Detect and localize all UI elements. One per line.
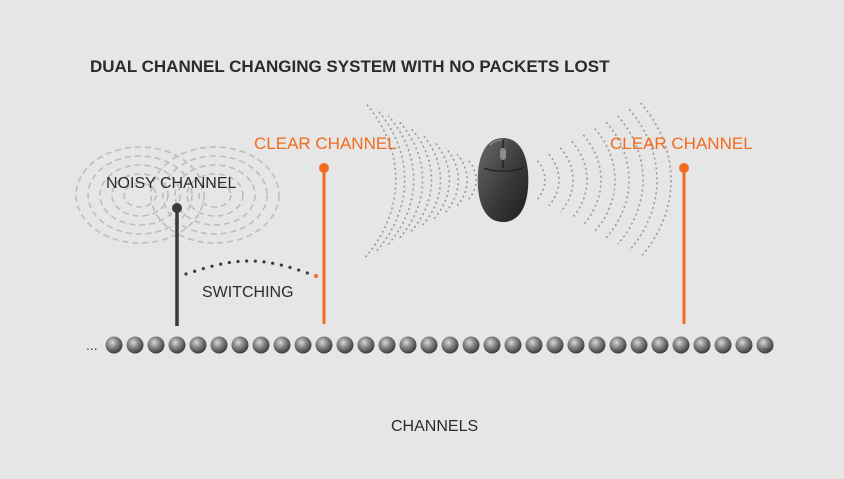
- switching-dot: [201, 266, 205, 271]
- ellipsis-left: ...: [86, 337, 98, 353]
- signal-arc: [594, 128, 616, 232]
- channel-dot: [567, 336, 585, 354]
- switching-dot: [262, 260, 266, 264]
- channel-dot: [693, 336, 711, 354]
- noisy-channel-label: NOISY CHANNEL: [106, 175, 237, 192]
- channels-label: CHANNELS: [391, 418, 478, 435]
- switching-dot: [245, 259, 249, 263]
- channel-dot: [609, 336, 627, 354]
- signal-arc: [605, 121, 630, 239]
- diagram-title: DUAL CHANNEL CHANGING SYSTEM WITH NO PAC…: [90, 57, 610, 76]
- signal-arc: [536, 160, 546, 200]
- signal-arc: [433, 140, 451, 220]
- noise-ring: [87, 155, 193, 235]
- signal-arc: [571, 140, 588, 220]
- switching-dot: [184, 272, 188, 276]
- signal-arc: [364, 102, 397, 258]
- channel-dot: [126, 336, 144, 354]
- channel-dot: [357, 336, 375, 354]
- switching-dot: [227, 260, 231, 265]
- clear-channel-marker-2: [679, 163, 689, 173]
- noise-ring: [186, 173, 244, 217]
- signal-arc: [467, 160, 477, 200]
- switching-dot: [271, 261, 275, 265]
- channel-dot: [294, 336, 312, 354]
- wireless-mouse-icon: [477, 138, 529, 222]
- channel-dot: [105, 336, 123, 354]
- signal-arc: [399, 121, 424, 239]
- channel-dot: [735, 336, 753, 354]
- switching-dot: [297, 268, 301, 272]
- switching-dot: [236, 259, 240, 264]
- switching-dot: [210, 264, 214, 268]
- channel-dot: [714, 336, 732, 354]
- noise-ring: [99, 164, 181, 226]
- noise-ring: [150, 146, 280, 244]
- channel-dot: [378, 336, 396, 354]
- channel-dot: [651, 336, 669, 354]
- noise-ring: [111, 173, 169, 217]
- channel-dot: [420, 336, 438, 354]
- channel-dot: [588, 336, 606, 354]
- noise-wave-rings: [75, 146, 280, 244]
- signal-arc: [640, 102, 672, 258]
- noise-ring: [75, 146, 205, 244]
- channel-dot: [756, 336, 774, 354]
- channel-dot: [483, 336, 501, 354]
- channel-dot: [147, 336, 165, 354]
- signal-wave-rings: [364, 102, 672, 258]
- signal-arc: [628, 108, 658, 252]
- channel-dot: [441, 336, 459, 354]
- switching-dot: [314, 274, 318, 278]
- switching-dot: [288, 265, 292, 269]
- noise-ring: [123, 182, 157, 208]
- channel-dot: [336, 336, 354, 354]
- channel-dot: [252, 336, 270, 354]
- channel-dot: [546, 336, 564, 354]
- switching-dot: [305, 271, 309, 275]
- switching-dot: [253, 259, 257, 263]
- channel-dot: [630, 336, 648, 354]
- signal-arc: [548, 153, 560, 207]
- channel-row: [105, 336, 774, 354]
- signal-arc: [445, 147, 460, 213]
- switching-arc: [184, 259, 318, 278]
- channel-dot: [168, 336, 186, 354]
- signal-arc: [422, 134, 442, 226]
- noise-ring: [198, 182, 232, 208]
- noise-ring: [174, 164, 256, 226]
- channel-dot: [273, 336, 291, 354]
- channel-dot: [525, 336, 543, 354]
- switching-label: SWITCHING: [202, 284, 294, 301]
- signal-arc: [376, 108, 406, 252]
- signal-arc: [559, 147, 574, 213]
- channel-dot: [231, 336, 249, 354]
- channel-dot: [462, 336, 480, 354]
- channel-dot: [672, 336, 690, 354]
- signal-arc: [410, 128, 433, 232]
- switching-dot: [193, 269, 197, 273]
- clear-channel-label-2: CLEAR CHANNEL: [610, 134, 753, 153]
- noise-ring: [162, 155, 268, 235]
- channel-dot: [315, 336, 333, 354]
- signal-arc: [387, 115, 415, 245]
- noisy-channel-marker: [172, 203, 182, 213]
- signal-arc: [582, 134, 602, 226]
- channel-dot: [504, 336, 522, 354]
- signal-arc: [456, 153, 468, 207]
- ellipsis-right: ...: [762, 337, 774, 353]
- channel-dot: [210, 336, 228, 354]
- channel-dot: [399, 336, 417, 354]
- switching-dot: [279, 263, 283, 267]
- clear-channel-label-1: CLEAR CHANNEL: [254, 134, 397, 153]
- switching-dot: [219, 262, 223, 266]
- signal-arc: [617, 115, 644, 245]
- clear-channel-marker-1: [319, 163, 329, 173]
- channel-dot: [189, 336, 207, 354]
